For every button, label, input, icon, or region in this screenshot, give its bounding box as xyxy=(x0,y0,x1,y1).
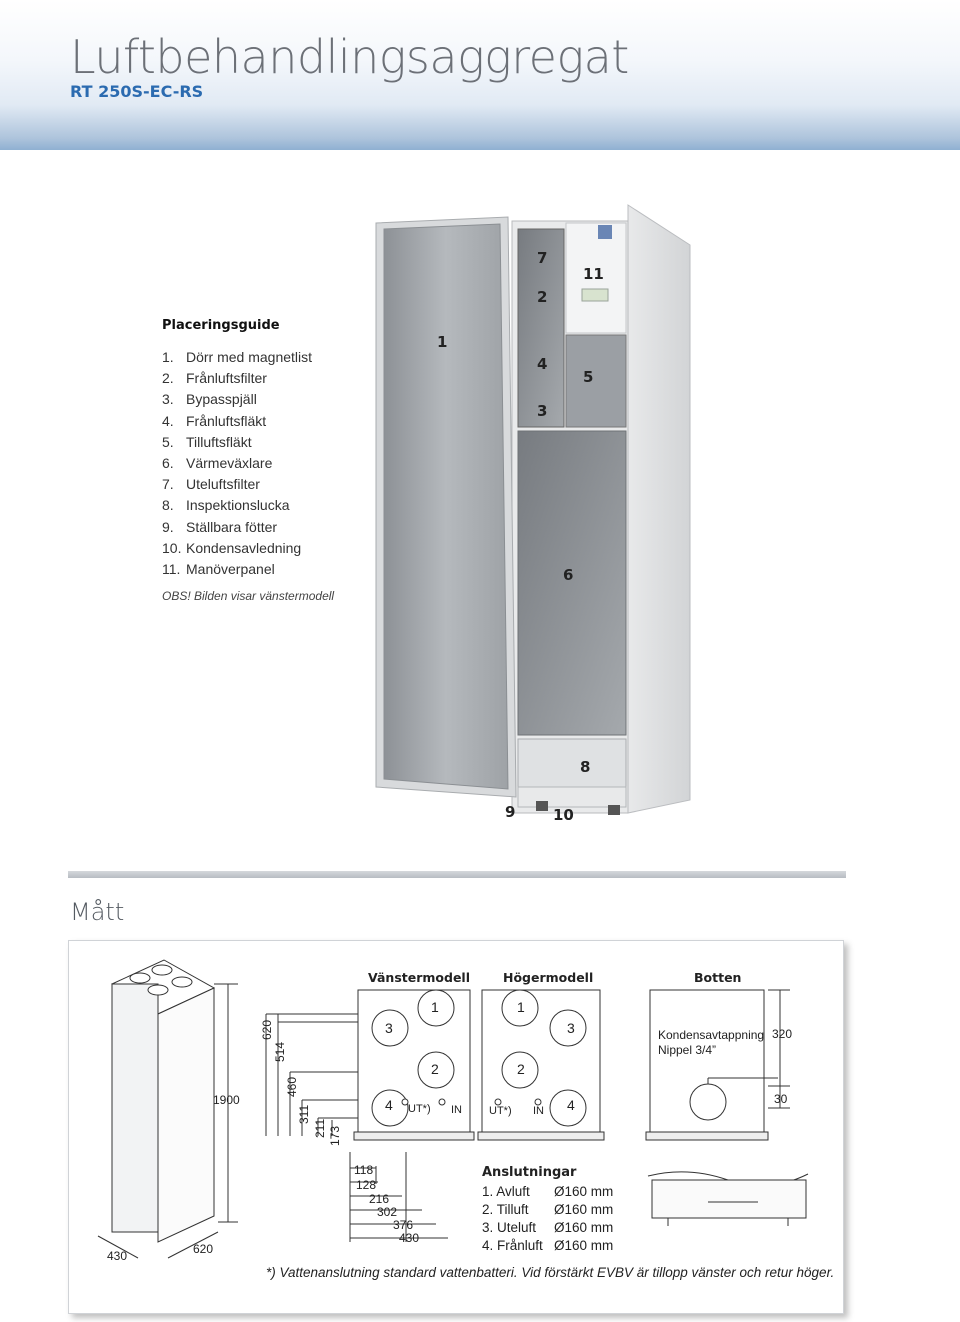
callout-10: 10 xyxy=(553,806,574,824)
callout-6: 6 xyxy=(563,566,574,584)
section-divider xyxy=(68,871,846,878)
list-item: 2.Frånluftsfilter xyxy=(162,370,267,387)
callout-7: 7 xyxy=(537,249,548,267)
dim-h-430: 430 xyxy=(399,1231,420,1245)
port-left-2: 2 xyxy=(431,1061,439,1077)
model-subtitle: RT 250S-EC-RS xyxy=(70,82,204,101)
guide-list: 1.Dörr med magnetlist 2.Frånluftsfilter … xyxy=(162,347,402,580)
horizontal-dims xyxy=(349,1152,448,1242)
dim-depth: 430 xyxy=(107,1249,128,1263)
port-left-ut: UT*) xyxy=(408,1103,431,1115)
callout-2: 2 xyxy=(537,288,548,306)
dim-bottom-30: 30 xyxy=(774,1092,788,1106)
port-right-in: IN xyxy=(533,1105,544,1117)
view-label-left: Vänstermodell xyxy=(368,970,470,985)
dim-h-302: 302 xyxy=(377,1205,398,1219)
section-heading-matt: Mått xyxy=(70,898,125,926)
view-label-bottom: Botten xyxy=(694,970,742,985)
callout-8: 8 xyxy=(580,758,591,776)
bottom-side-view xyxy=(647,1171,809,1226)
dim-h-118: 118 xyxy=(354,1163,374,1177)
placement-guide: Placeringsguide 1.Dörr med magnetlist 2.… xyxy=(162,318,402,603)
dimension-drawings xyxy=(97,959,809,1259)
port-right-2: 2 xyxy=(517,1061,525,1077)
list-item: 1.Dörr med magnetlist xyxy=(162,349,313,365)
page-title: Luftbehandlingsaggregat xyxy=(70,30,629,84)
dim-v-620: 620 xyxy=(260,1019,274,1040)
view-label-right: Högermodell xyxy=(503,970,594,985)
list-item: 3.Bypasspjäll xyxy=(162,391,257,408)
dim-bottom-320: 320 xyxy=(772,1027,793,1041)
right-model-plate xyxy=(477,989,605,1141)
port-left-4: 4 xyxy=(385,1097,393,1113)
callout-1: 1 xyxy=(437,333,448,351)
port-right-1: 1 xyxy=(517,999,525,1015)
dim-v-460: 460 xyxy=(285,1076,299,1097)
dim-v-311: 311 xyxy=(297,1104,311,1124)
drain-sub-label: Nippel 3/4” xyxy=(658,1043,717,1057)
port-left-1: 1 xyxy=(431,999,439,1015)
port-right-4: 4 xyxy=(567,1097,575,1113)
callout-3: 3 xyxy=(537,402,548,420)
callout-5: 5 xyxy=(583,368,594,386)
left-model-plate xyxy=(353,989,475,1141)
callout-9: 9 xyxy=(505,803,516,821)
port-left-3: 3 xyxy=(385,1020,393,1036)
dim-v-211: 211 xyxy=(313,1118,327,1138)
connections-title: Anslutningar xyxy=(482,1165,577,1180)
list-item: 10.Kondensavledning xyxy=(162,539,302,556)
footnote: *) Vattenanslutning standard vattenbatte… xyxy=(266,1265,835,1280)
dim-v-173: 173 xyxy=(328,1125,342,1146)
list-item: 11.Manöverpanel xyxy=(162,560,275,577)
dim-h-376: 376 xyxy=(393,1218,414,1232)
page-header: Luftbehandlingsaggregat RT 250S-EC-RS xyxy=(0,0,960,150)
port-left-in: IN xyxy=(451,1104,462,1116)
dim-h-128: 128 xyxy=(356,1178,377,1192)
vertical-dims xyxy=(265,1013,378,1136)
list-item: 6.Värmeväxlare xyxy=(162,454,273,471)
guide-note: OBS! Bilden visar vänstermodell xyxy=(162,589,335,604)
port-right-3: 3 xyxy=(567,1020,575,1036)
callout-4: 4 xyxy=(537,355,548,373)
list-item: 5.Tilluftsfläkt xyxy=(162,433,252,450)
bottom-plate xyxy=(645,989,790,1141)
list-item: 4.Frånluftsfläkt xyxy=(162,412,267,429)
cabinet-drawing xyxy=(110,959,238,1243)
drain-label: Kondensavtappning xyxy=(658,1028,765,1042)
cabinet-dims xyxy=(97,1231,219,1259)
dim-v-514: 514 xyxy=(273,1041,287,1062)
list-item: 7.Uteluftsfilter xyxy=(162,476,260,493)
dim-h-216: 216 xyxy=(369,1192,390,1206)
list-item: 9.Ställbara fötter xyxy=(162,518,278,535)
callout-11: 11 xyxy=(583,265,604,283)
port-right-ut: UT*) xyxy=(489,1105,512,1117)
unit-illustration xyxy=(375,204,691,815)
dim-width: 620 xyxy=(193,1242,214,1256)
dim-height: 1900 xyxy=(213,1093,240,1107)
list-item: 8.Inspektionslucka xyxy=(162,497,290,514)
guide-title: Placeringsguide xyxy=(162,318,280,333)
